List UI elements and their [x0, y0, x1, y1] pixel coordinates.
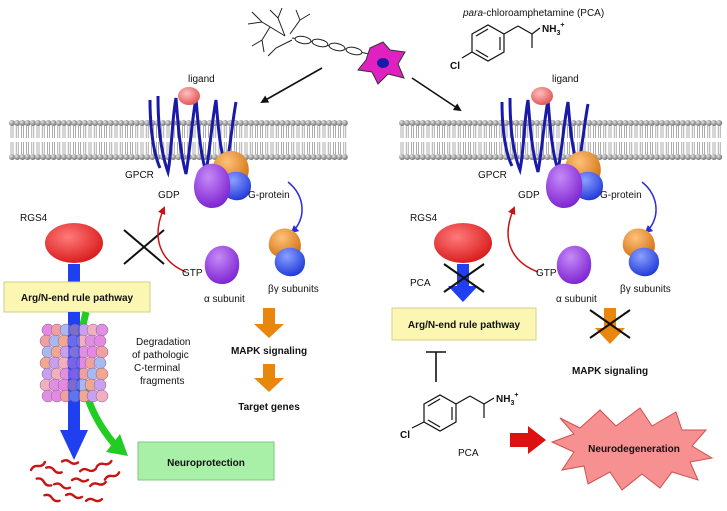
g-gamma-free-right [628, 247, 660, 277]
pca-name-label: para-chloroamphetamine (PCA) [462, 8, 604, 19]
pca-bottom-label: PCA [458, 448, 479, 459]
nh3-label-bottom: NH3+ [496, 392, 518, 407]
gdp-label-right: GDP [518, 190, 540, 201]
target-arrow-shaft [263, 364, 275, 380]
arrow-to-right-panel [411, 77, 462, 112]
neuron-illustration [247, 7, 406, 85]
betagamma-label-right: βγ subunits [620, 284, 671, 295]
red-curved-arrow-left [157, 206, 187, 273]
neurodegeneration-label: Neurodegeneration [588, 444, 680, 455]
alpha-subunit-label-right: α subunit [556, 294, 597, 305]
cl-label-bottom: Cl [400, 430, 410, 441]
arg-n-end-label-left: Arg/N-end rule pathway [21, 293, 134, 304]
mapk-arrow-shaft-left [263, 308, 275, 326]
target-genes-label: Target genes [238, 402, 300, 413]
cell-membrane-left [9, 120, 348, 160]
rgs4-label-right: RGS4 [410, 213, 438, 224]
peptide-fragments [29, 459, 121, 503]
right-panel: ligand GPCR GDP G-protein RGS4 GTP α sub… [391, 74, 714, 491]
arg-n-end-box-right [391, 307, 537, 341]
pathway-arrow-shaft-top-left [68, 264, 80, 282]
mapk-label-left: MAPK signaling [231, 346, 307, 357]
green-arrowhead [106, 434, 128, 456]
blue-curved-arrow-right [641, 181, 657, 234]
rgs4-left [45, 223, 103, 263]
ligand-label-right: ligand [552, 74, 579, 85]
mapk-label-right: MAPK signaling [572, 366, 648, 377]
alpha-subunit-label-left: α subunit [204, 294, 245, 305]
neurodegeneration-burst [550, 407, 714, 491]
blue-curved-arrow-left [287, 181, 303, 234]
gdp-label-left: GDP [158, 190, 180, 201]
mapk-arrowhead-left [254, 324, 284, 338]
arg-n-end-label-right: Arg/N-end rule pathway [408, 320, 521, 331]
inhibition-bar [426, 351, 446, 382]
betagamma-label-left: βγ subunits [268, 284, 319, 295]
cl-label-top: Cl [450, 61, 460, 72]
neuroprotection-box [137, 441, 275, 481]
cell-membrane-right [399, 120, 723, 160]
arrow-to-left-panel [260, 67, 323, 103]
block-cross-right-mapk [589, 309, 631, 339]
target-arrowhead [254, 378, 284, 392]
gtp-label-left: GTP [182, 268, 203, 279]
neuroprotection-label: Neuroprotection [167, 458, 245, 469]
degradation-line-2: of pathologic [132, 350, 189, 361]
block-cross-right-pathway [443, 263, 485, 293]
gpcr-label-right: GPCR [478, 170, 507, 181]
g-alpha-left [193, 163, 231, 208]
rgs4-label-left: RGS4 [20, 213, 48, 224]
g-alpha-right [545, 163, 583, 208]
left-panel: ligand GPCR GDP G-protein RGS4 GTP α sub… [3, 74, 319, 503]
nh3-label-top: NH3+ [542, 22, 564, 37]
g-alpha-free-left [204, 245, 240, 284]
gtp-label-right: GTP [536, 268, 557, 279]
ligand-label-left: ligand [188, 74, 215, 85]
gpcr-label-left: GPCR [125, 170, 154, 181]
degradation-line-1: Degradation [136, 337, 190, 348]
red-arrow-neurodegeneration [510, 426, 546, 454]
pathway-arrowhead-right [448, 286, 478, 302]
rgs4-right [434, 223, 492, 263]
g-protein-label-left: G-protein [248, 190, 290, 201]
pca-structure-top [461, 24, 541, 62]
red-curved-arrow-right [507, 206, 539, 273]
pca-structure-bottom [411, 394, 495, 432]
neuron-nucleus [377, 58, 389, 68]
g-gamma-free-left [274, 247, 306, 277]
ligand-right [531, 87, 553, 105]
ligand-left [178, 87, 200, 105]
pathway-arrowhead-left [60, 430, 88, 460]
degradation-line-4: fragments [140, 376, 184, 387]
mapk-arrowhead-right [595, 328, 625, 344]
proteasome [39, 323, 109, 410]
g-alpha-free-right [556, 245, 592, 284]
g-protein-label-right: G-protein [600, 190, 642, 201]
mapk-arrow-shaft-right [604, 308, 616, 330]
degradation-line-3: C-terminal [134, 363, 180, 374]
pca-label-right: PCA [410, 278, 431, 289]
